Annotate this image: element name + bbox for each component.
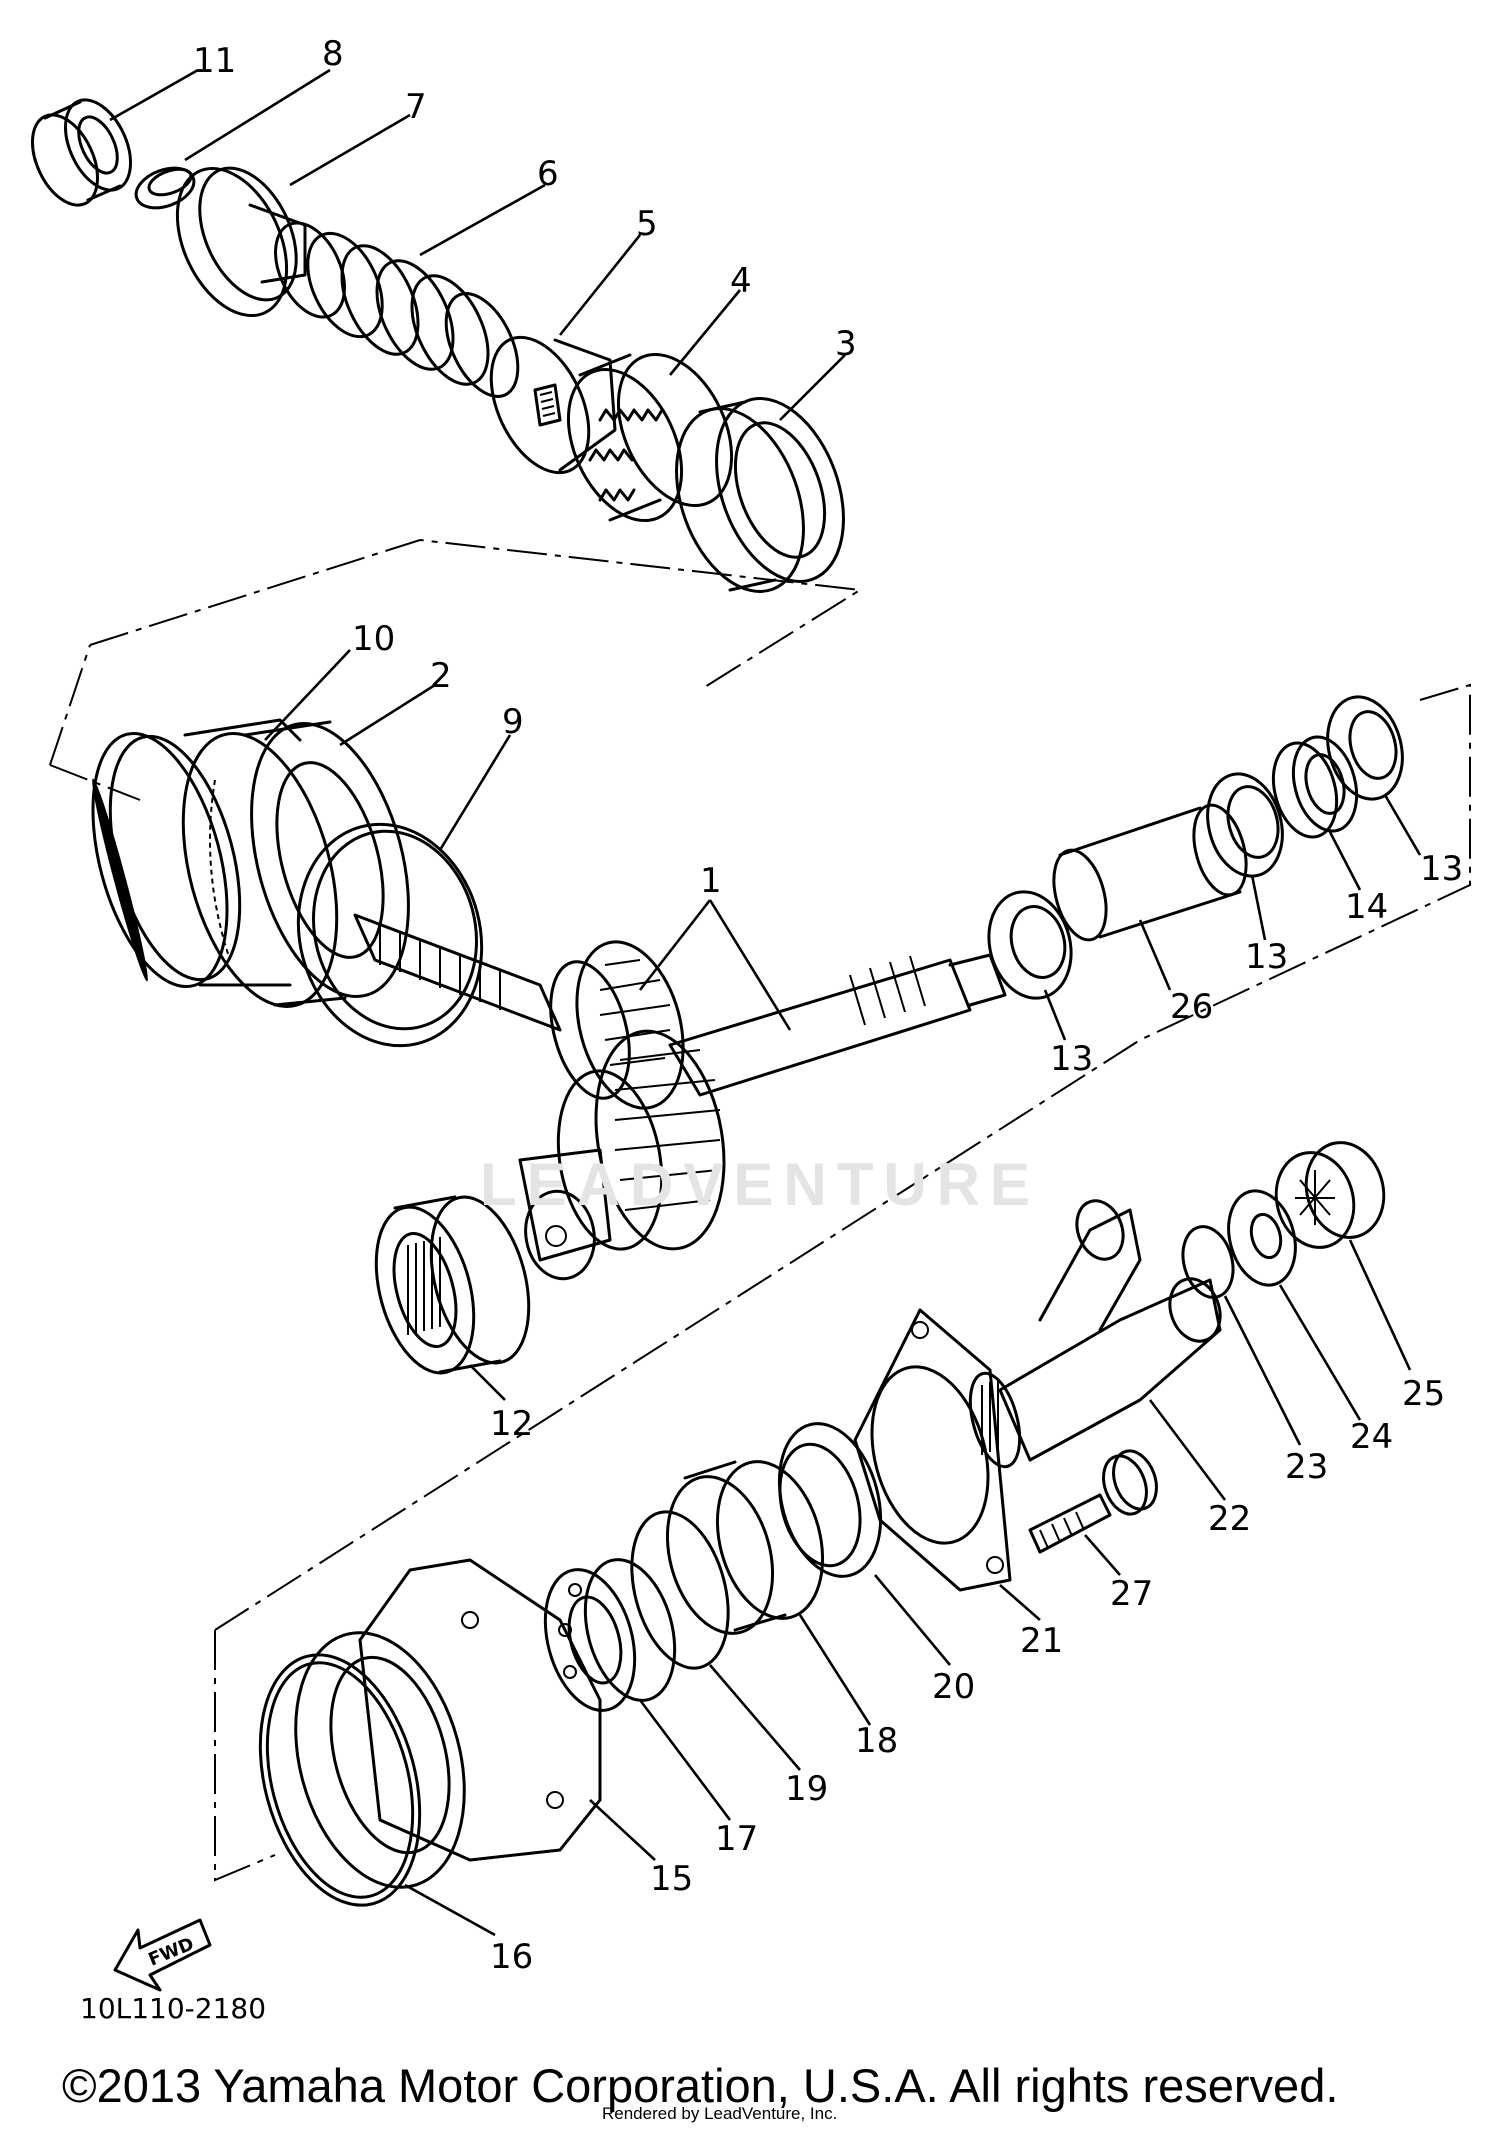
callout-26: 26 (1170, 987, 1213, 1027)
callout-19: 19 (785, 1769, 828, 1809)
circlip-part-8 (134, 166, 196, 210)
oil-seal-part-13-a (987, 890, 1073, 1000)
callout-6: 6 (537, 154, 559, 194)
callout-10: 10 (352, 619, 395, 659)
ring-nut-part-3 (675, 397, 845, 593)
coil-spring-part-6 (274, 221, 520, 398)
callout-13-a: 13 (1420, 849, 1463, 889)
callout-13-c: 13 (1050, 1039, 1093, 1079)
shim-part-9 (296, 822, 484, 1048)
callout-4: 4 (730, 261, 752, 301)
needle-bearing-part-12 (374, 1195, 531, 1375)
callout-15: 15 (650, 1859, 693, 1899)
callout-14: 14 (1345, 887, 1388, 927)
washer-part-24 (1227, 1189, 1297, 1287)
fwd-arrow-icon: FWD (113, 1918, 212, 1992)
callout-2: 2 (430, 656, 452, 696)
oil-seal-part-13-b (1206, 772, 1284, 878)
rendered-by-text: Rendered by LeadVenture, Inc. (602, 2104, 838, 2123)
callout-3: 3 (835, 324, 857, 364)
callout-23: 23 (1285, 1447, 1328, 1487)
callout-13-b: 13 (1245, 937, 1288, 977)
needle-bearing-part-11 (31, 98, 132, 207)
nut-part-25 (1274, 1141, 1386, 1249)
callout-18: 18 (855, 1721, 898, 1761)
clutch-housing-part-2 (181, 720, 410, 1008)
leader-lines (109, 68, 1422, 1937)
callout-7: 7 (405, 87, 427, 127)
diagram-code: 10L110-2180 (80, 1992, 267, 2025)
callout-17: 17 (715, 1819, 758, 1859)
cam-follower-part-5 (489, 335, 617, 475)
oil-seal-part-13-c (1326, 695, 1404, 801)
gasket-part-21 (853, 1308, 1012, 1592)
collar-part-26 (1052, 803, 1248, 942)
callout-24: 24 (1350, 1417, 1393, 1457)
callout-1: 1 (700, 861, 722, 901)
callout-27: 27 (1110, 1574, 1153, 1614)
callout-9: 9 (502, 702, 524, 742)
yoke-part-22 (968, 1199, 1222, 1469)
callout-labels: 11 8 7 6 5 4 3 10 2 9 1 13 13 14 13 26 1… (193, 34, 1463, 1977)
bearing-part-18 (665, 1460, 825, 1635)
callout-25: 25 (1402, 1374, 1445, 1414)
phantom-frame-top (49, 538, 863, 766)
drive-gear-part-10 (91, 718, 302, 989)
spring-seat-part-7 (175, 166, 307, 318)
bearing-housing-part-15 (294, 1558, 602, 1889)
callout-21: 21 (1020, 1621, 1063, 1661)
ball-bearing-part-17 (543, 1558, 677, 1712)
callout-8: 8 (322, 34, 344, 74)
callout-11: 11 (193, 41, 236, 81)
bevel-gear-set-part-1 (353, 913, 1007, 1281)
callout-20: 20 (932, 1667, 975, 1707)
callout-5: 5 (636, 204, 658, 244)
o-ring-part-23 (1181, 1225, 1235, 1299)
circlip-part-19 (630, 1510, 730, 1670)
callout-16: 16 (490, 1937, 533, 1977)
bolt-part-27 (1028, 1449, 1158, 1554)
callout-12: 12 (490, 1404, 533, 1444)
watermark-text: LEADVENTURE (480, 1151, 1041, 1218)
cam-clutch-part-4 (566, 352, 734, 523)
phantom-frame-bottom (214, 1630, 276, 1882)
copyright-text: ©2013 Yamaha Motor Corporation, U.S.A. A… (62, 2059, 1339, 2112)
bearing-part-14 (1271, 735, 1359, 839)
callout-22: 22 (1208, 1499, 1251, 1539)
oil-seal-part-20 (777, 1422, 883, 1578)
o-ring-part-16 (258, 1653, 422, 1907)
